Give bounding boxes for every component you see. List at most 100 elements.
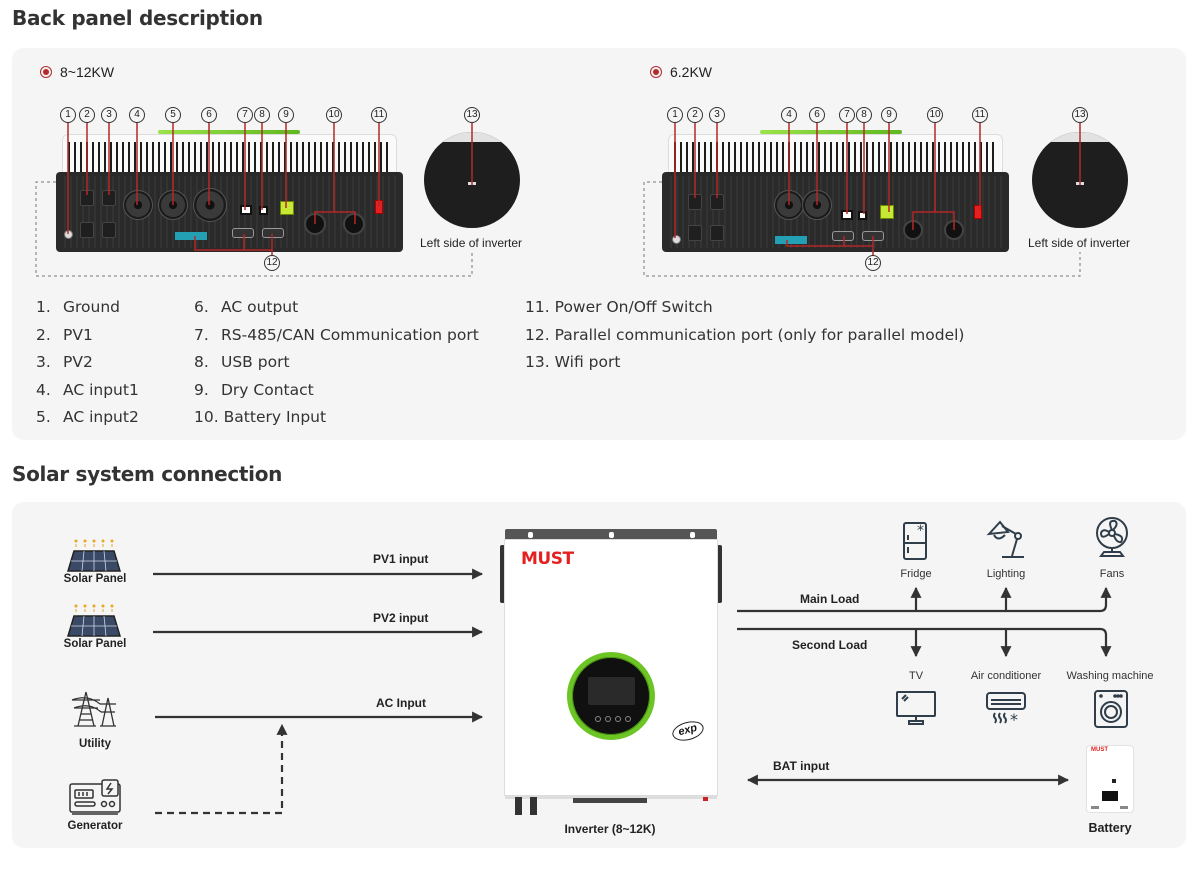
second-load-line (737, 627, 1112, 658)
callout-badge: 4 (129, 107, 145, 123)
dry-contact (280, 201, 294, 215)
upper-vents (68, 142, 392, 172)
pv-connector (530, 797, 537, 815)
solar-panel-icon (66, 604, 122, 637)
callout-badge: 3 (101, 107, 117, 123)
radio-bullet-icon (650, 66, 662, 78)
utility-label: Utility (79, 738, 111, 750)
legend-item: 4.AC input1 (36, 380, 139, 399)
usb-port (858, 211, 867, 220)
battery-casing (1086, 745, 1134, 813)
back-panel-title: Back panel description (12, 6, 263, 30)
callout-badge: 13 (1072, 107, 1088, 123)
legend-item: 10.Battery Input (194, 408, 327, 426)
tv-icon (896, 691, 936, 725)
legend-item: 6.AC output (194, 298, 299, 316)
model-option-6-2kw: 6.2KW (650, 64, 712, 80)
pv-connector (515, 797, 522, 815)
ac-input1-gland (123, 190, 153, 220)
green-trim (760, 130, 902, 134)
callout-badge: 8 (254, 107, 270, 123)
ac-output-gland (193, 188, 227, 222)
battery-brand-logo: MUST (1091, 747, 1108, 753)
callout-badge: 3 (709, 107, 725, 123)
legend-column-3: 11.Power On/Off Switch 12.Parallel commu… (525, 294, 964, 377)
inverter-caption: Inverter (8~12K) (564, 822, 656, 836)
pv1-port-neg (80, 222, 94, 238)
second-load-label: Second Load (792, 638, 868, 652)
svg-text:*: * (917, 523, 924, 539)
callout-badge: 12 (264, 255, 280, 271)
callout-badge: 6 (809, 107, 825, 123)
callout-badge: 1 (667, 107, 683, 123)
callout-badge: 8 (856, 107, 872, 123)
legend-item: 1.Ground (36, 298, 121, 316)
svg-text:*: * (1010, 710, 1018, 727)
battery-display (1102, 791, 1118, 801)
legend-item: 9.Dry Contact (194, 380, 314, 399)
callout-badge: 10 (326, 107, 342, 123)
generator-label: Generator (67, 820, 123, 832)
parallel-port-b (262, 228, 284, 238)
battery-negative-terminal (343, 213, 365, 235)
pv2-port-neg (102, 222, 116, 238)
callout-badge: 2 (79, 107, 95, 123)
callout-badge: 12 (865, 255, 881, 271)
upper-vents (674, 142, 998, 172)
solar-panel-2-label: Solar Panel (63, 638, 127, 650)
model-option-8-12kw: 8~12KW (40, 64, 114, 80)
legend-item: 11.Power On/Off Switch (525, 298, 713, 316)
callout-badge: 9 (278, 107, 294, 123)
utility-tower-icon (71, 691, 116, 727)
callout-badge: 7 (237, 107, 253, 123)
callout-badge: 6 (201, 107, 217, 123)
load-label-fans: Fans (1099, 568, 1125, 580)
main-load-label: Main Load (800, 592, 860, 606)
solar-connection-title: Solar system connection (12, 462, 283, 486)
solar-panel-icon (66, 539, 122, 572)
lcd-screen (588, 677, 635, 705)
legend-item: 7.RS-485/CAN Communication port (194, 325, 479, 344)
air-conditioner-icon: * (986, 692, 1026, 727)
generator-dashed-arrow (155, 723, 288, 815)
parallel-connector (175, 232, 207, 240)
control-buttons (595, 716, 631, 722)
callout-badge: 9 (881, 107, 897, 123)
legend-item: 12.Parallel communication port (only for… (525, 325, 965, 344)
model-label-text: 6.2KW (670, 64, 713, 80)
ground-terminal (672, 235, 681, 244)
side-caption: Left side of inverter (420, 236, 523, 250)
fridge-icon: * (903, 522, 927, 560)
pv2-port-neg (710, 225, 724, 241)
callout-badge: 11 (371, 107, 387, 123)
legend-item: 2.PV1 (36, 325, 93, 344)
pv1-port-neg (688, 225, 702, 241)
legend-item: 3.PV2 (36, 353, 93, 371)
battery-caption: Battery (1088, 821, 1132, 835)
load-label-fridge: Fridge (900, 568, 932, 580)
parallel-port-a (832, 231, 854, 241)
washing-machine-icon (1094, 690, 1128, 728)
dry-contact (880, 205, 894, 219)
load-label-washing-machine: Washing machine (1066, 670, 1154, 682)
legend-item: 8.USB port (194, 353, 290, 371)
power-switch (974, 205, 982, 219)
callout-badge: 1 (60, 107, 76, 123)
usb-port (259, 206, 268, 215)
legend-item: 5.AC input2 (36, 408, 139, 426)
green-trim (158, 130, 300, 134)
model-label-text: 8~12KW (60, 64, 115, 80)
callout-badge: 4 (781, 107, 797, 123)
lamp-icon (986, 520, 1024, 558)
bat-input-label: BAT input (773, 759, 830, 773)
callout-badge: 7 (839, 107, 855, 123)
solar-panel-1-label: Solar Panel (63, 573, 127, 585)
callout-badge: 2 (687, 107, 703, 123)
rs485-can-port (240, 205, 252, 215)
parallel-port-a (232, 228, 254, 238)
load-label-lighting: Lighting (986, 568, 1026, 580)
main-load-line (737, 586, 1112, 613)
ac-input-label: AC Input (376, 696, 426, 710)
